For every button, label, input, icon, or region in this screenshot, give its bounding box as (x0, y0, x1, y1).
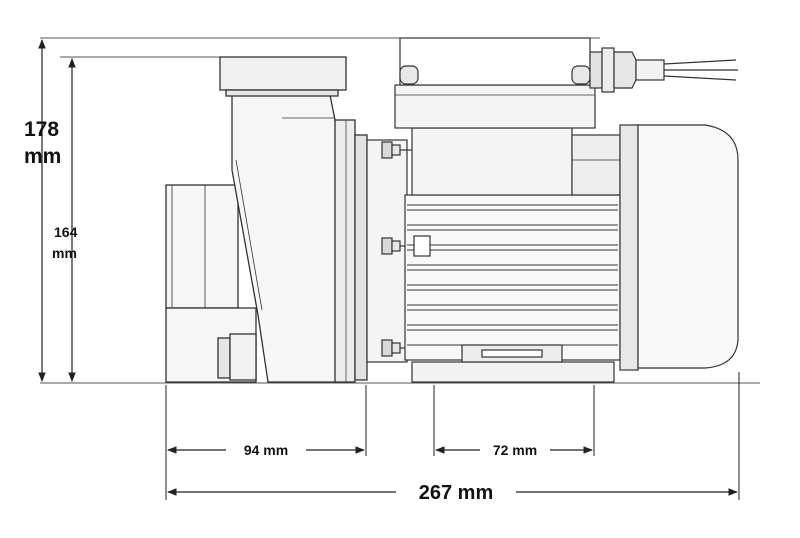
cable-sleeve (635, 59, 665, 81)
adapter-bolt-middle (381, 237, 412, 255)
terminal-box-body (394, 84, 596, 129)
motor-shoulder (411, 127, 573, 196)
cable-wire-1 (663, 59, 737, 65)
motor-body (404, 124, 739, 371)
pump-head (165, 56, 368, 383)
inlet-height-value: 164 (54, 224, 78, 240)
mounting-feet (411, 344, 615, 383)
overall-length-label: 267 mm (419, 482, 494, 504)
drain-housing (229, 333, 257, 381)
motor-label-plate (413, 235, 431, 257)
inlet-neck (225, 89, 339, 97)
motor-housing (404, 194, 621, 361)
foot-slot (481, 349, 543, 358)
lid-screw-left (399, 65, 419, 85)
volute-body (231, 94, 341, 383)
dimension-lines (38, 39, 740, 500)
lid-screw-right (571, 65, 591, 85)
flange-plate-outer (334, 119, 356, 383)
terminal-box (394, 37, 596, 129)
inlet-cap (219, 56, 347, 91)
flange-plate-inner (354, 134, 368, 381)
overall-height-unit: mm (24, 145, 61, 168)
adapter-bolt-top (381, 141, 412, 159)
motor-shoulder-right (571, 134, 621, 196)
overall-height-value: 178 (24, 118, 59, 141)
drain-plug (217, 337, 231, 379)
motor-end-plate (619, 124, 639, 371)
cable-gland (589, 47, 738, 93)
foot-base (411, 361, 615, 383)
fan-cover (637, 124, 739, 369)
foot-spacing-label: 72 mm (493, 442, 537, 458)
inlet-height-unit: mm (52, 245, 77, 261)
outlet-port (165, 184, 239, 309)
dimension-labels: 178 mm 164 mm 94 mm 72 mm 267 mm (24, 118, 537, 504)
pump-head-length-label: 94 mm (244, 442, 288, 458)
cable-wire-3 (663, 75, 737, 81)
terminal-box-lid (399, 37, 591, 86)
motor-adapter (366, 139, 412, 363)
